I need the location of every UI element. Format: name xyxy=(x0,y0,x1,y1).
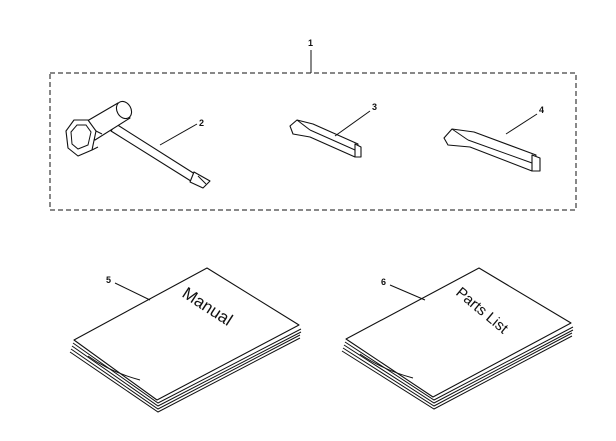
leader-line-3 xyxy=(334,110,371,137)
hex-key-small xyxy=(289,119,362,158)
callout-2: 2 xyxy=(199,118,204,128)
callout-1: 1 xyxy=(308,38,313,48)
callout-6: 6 xyxy=(381,277,386,287)
leader-line-2 xyxy=(159,123,198,146)
leader-line-6 xyxy=(389,284,426,301)
tool-kit-dashed-box xyxy=(49,72,577,211)
callout-4: 4 xyxy=(539,105,544,115)
hex-key-large xyxy=(443,128,541,172)
callout-5: 5 xyxy=(106,275,111,285)
manual-booklet: Manual xyxy=(69,267,302,413)
leader-line-5 xyxy=(114,282,151,301)
socket-wrench xyxy=(65,100,211,189)
parts-list-booklet: Parts List xyxy=(341,267,574,410)
tool-kit-group: 1 xyxy=(49,38,577,211)
callout-3: 3 xyxy=(372,102,377,112)
leader-line-4 xyxy=(505,113,538,135)
